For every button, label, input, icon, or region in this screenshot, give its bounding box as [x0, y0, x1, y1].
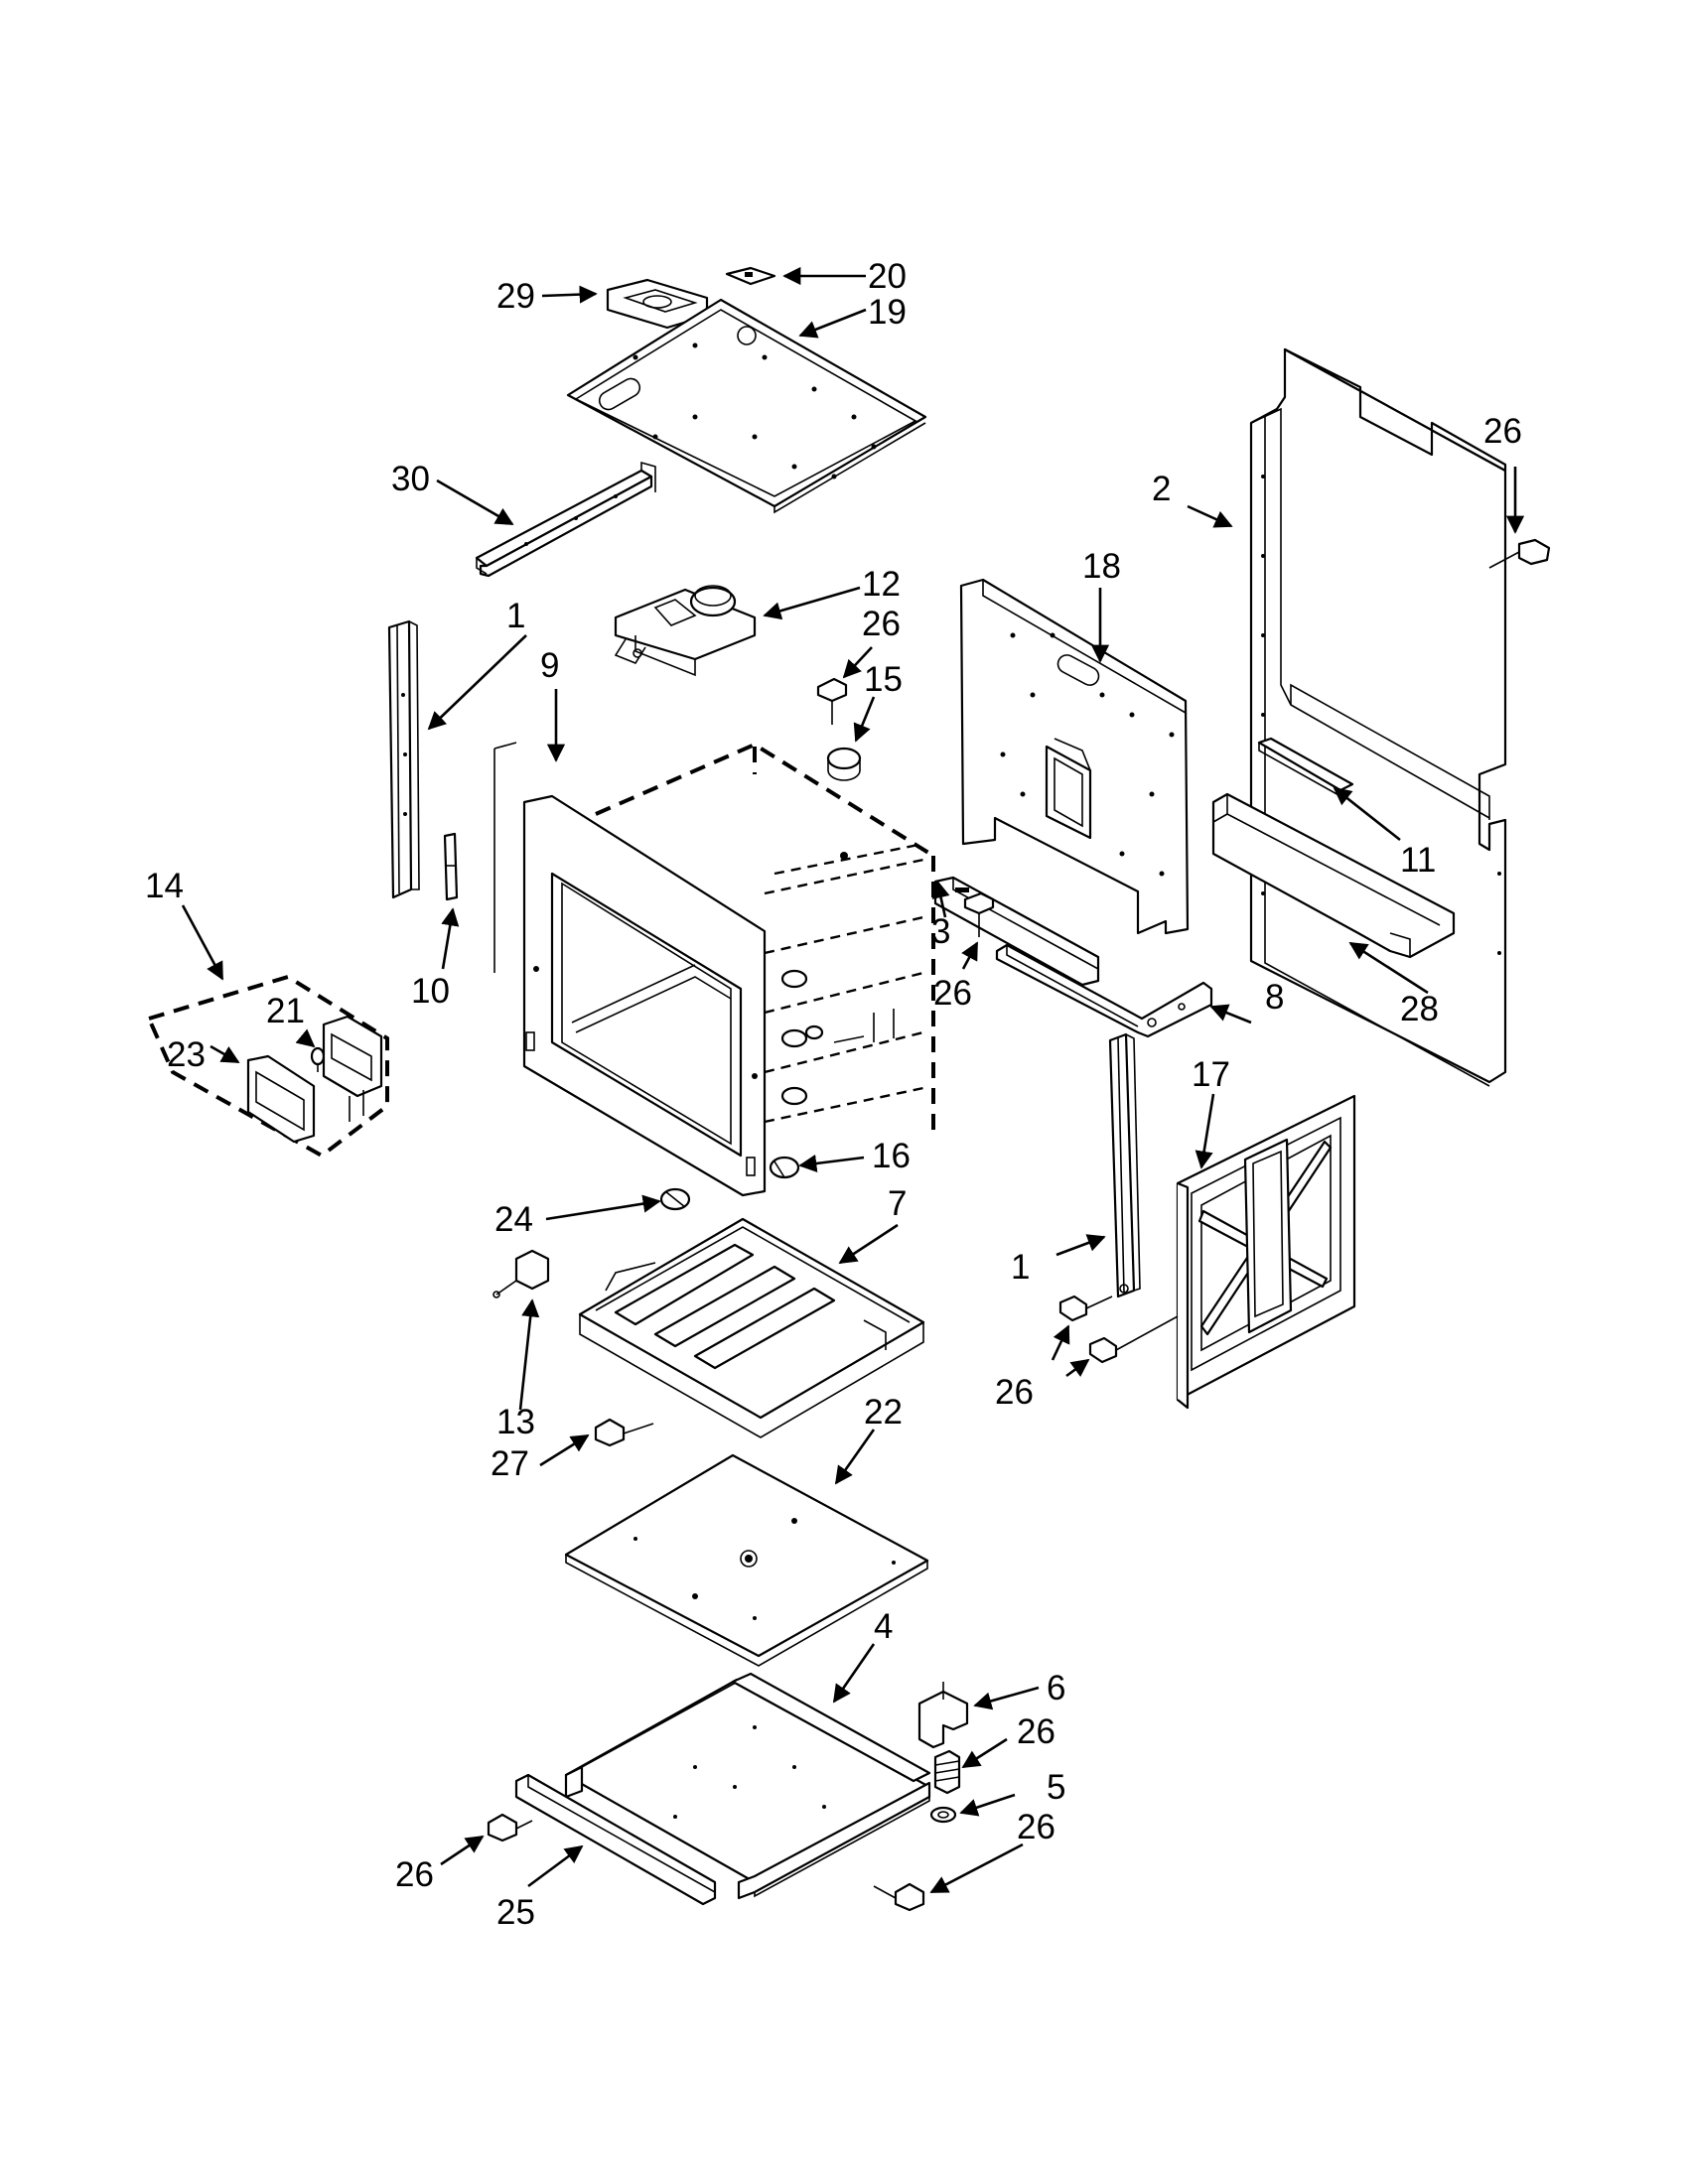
callout-4: 4 — [874, 1607, 893, 1646]
leader-lines — [181, 266, 1525, 1894]
callout-26-f: 26 — [1017, 1808, 1055, 1846]
part-28-duct — [1211, 792, 1456, 959]
part-10-small-strip — [443, 832, 459, 901]
callout-12: 12 — [862, 565, 901, 604]
part-27-screw — [594, 1418, 654, 1447]
callout-labels: 29 20 19 30 12 26 15 2 18 26 1 9 14 21 2… — [145, 257, 1522, 1932]
callout-30: 30 — [391, 460, 430, 498]
part-15-cap — [826, 747, 862, 781]
part-26-screws-door — [1058, 1295, 1179, 1364]
part-26-screw-bottom-right — [873, 1882, 925, 1912]
callout-1-b: 1 — [1011, 1248, 1030, 1287]
callout-20: 20 — [868, 257, 907, 296]
callout-21: 21 — [266, 992, 305, 1030]
part-26-screw-upper — [816, 677, 848, 725]
callout-27: 27 — [491, 1444, 529, 1483]
part-23-light-lens — [246, 1054, 316, 1144]
part-26-screw-bottom-left — [487, 1813, 533, 1843]
part-25-rail — [514, 1773, 717, 1906]
part-12-motor-assembly — [614, 585, 757, 677]
part-4-base-frame — [564, 1672, 931, 1900]
part-16-support — [769, 1156, 800, 1179]
callout-14: 14 — [145, 867, 184, 905]
callout-26-g: 26 — [395, 1855, 434, 1894]
callout-24: 24 — [494, 1200, 533, 1239]
part-24-knob — [659, 1187, 691, 1211]
callout-13: 13 — [496, 1403, 535, 1441]
callout-3: 3 — [931, 912, 950, 951]
callout-26-d: 26 — [995, 1373, 1034, 1412]
callout-11: 11 — [1400, 841, 1436, 880]
callout-5: 5 — [1047, 1768, 1065, 1807]
callout-26-e: 26 — [1017, 1712, 1055, 1751]
callout-26-b: 26 — [1483, 412, 1522, 451]
callout-1-a: 1 — [506, 597, 525, 635]
part-26-screw-cavity — [963, 891, 995, 937]
part-8-rail — [995, 943, 1213, 1038]
callout-22: 22 — [864, 1393, 903, 1432]
part-26-screw-wrap — [1488, 538, 1551, 569]
callout-6: 6 — [1047, 1669, 1065, 1707]
part-20-plate — [725, 266, 776, 286]
callout-19: 19 — [868, 293, 907, 332]
part-7-bottom-tray — [578, 1217, 925, 1438]
part-30-rail — [475, 461, 656, 578]
callout-29: 29 — [496, 277, 535, 316]
callout-28: 28 — [1400, 990, 1439, 1028]
callout-18: 18 — [1082, 547, 1121, 586]
part-14-light-assembly-group — [146, 974, 389, 1159]
part-6-leg-bracket — [917, 1682, 969, 1749]
callout-15: 15 — [864, 660, 903, 699]
callout-17: 17 — [1192, 1055, 1230, 1094]
part-light-housing — [322, 1015, 383, 1122]
callout-2: 2 — [1152, 470, 1171, 508]
part-26-leveling-screw — [933, 1749, 961, 1795]
callout-7: 7 — [888, 1184, 907, 1223]
callout-26-a: 26 — [862, 605, 901, 643]
part-9-oven-cavity — [493, 742, 935, 1197]
callout-26-c: 26 — [933, 974, 972, 1013]
part-2-outer-wrap — [1249, 347, 1507, 1087]
part-18-rear-panel — [959, 578, 1190, 935]
callout-10: 10 — [411, 972, 450, 1011]
part-21-bulb — [310, 1046, 326, 1072]
part-19-top-panel — [566, 298, 927, 514]
part-13-switch — [492, 1249, 550, 1298]
part-1-left-strip — [387, 619, 420, 899]
part-17-door-frame — [1176, 1094, 1356, 1410]
callout-8: 8 — [1265, 978, 1284, 1017]
callout-16: 16 — [872, 1137, 911, 1175]
callout-9: 9 — [540, 646, 559, 685]
callout-25: 25 — [496, 1893, 535, 1932]
part-1-right-strip — [1108, 1032, 1141, 1298]
part-22-bottom-plate — [564, 1453, 929, 1667]
part-5-nut — [929, 1806, 957, 1824]
callout-23: 23 — [167, 1035, 206, 1074]
